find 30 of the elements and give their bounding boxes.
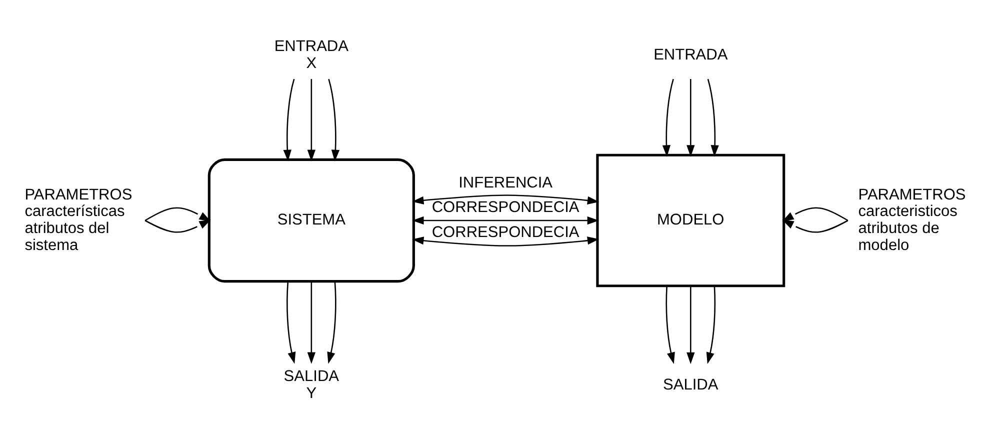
arrow — [307, 78, 316, 161]
arrow — [328, 78, 340, 161]
edge-label: CORRESPONDECIA — [432, 223, 580, 240]
arrow — [144, 219, 211, 232]
node-text: ENTRADA — [654, 46, 728, 63]
arrow — [412, 194, 600, 204]
node-text: SALIDA Y — [284, 368, 340, 402]
arrow — [706, 285, 716, 364]
arrow — [662, 78, 674, 156]
arrow — [686, 286, 695, 364]
arrow — [782, 219, 848, 232]
edge-label: CORRESPONDECIA — [432, 198, 580, 216]
node-text: SALIDA — [663, 376, 718, 394]
node-box: SISTEMA — [208, 158, 415, 282]
node-box: MODELO — [596, 153, 786, 287]
arrow — [412, 216, 599, 224]
node-text: PARAMETROS características atributos del sistema — [24, 186, 132, 254]
arrow — [666, 285, 675, 364]
arrow — [782, 206, 848, 221]
arrow — [707, 78, 719, 156]
node-text: ENTRADA X — [274, 38, 348, 72]
arrow — [412, 236, 600, 246]
arrow — [286, 280, 296, 364]
arrow — [283, 78, 295, 161]
node-text: PARAMETROS caracteristicos atributos de modelo — [858, 186, 966, 254]
arrow — [686, 78, 695, 156]
edge-label: INFERENCIA — [458, 174, 553, 192]
arrow — [327, 280, 336, 364]
arrow — [144, 206, 211, 221]
arrow — [307, 280, 316, 364]
